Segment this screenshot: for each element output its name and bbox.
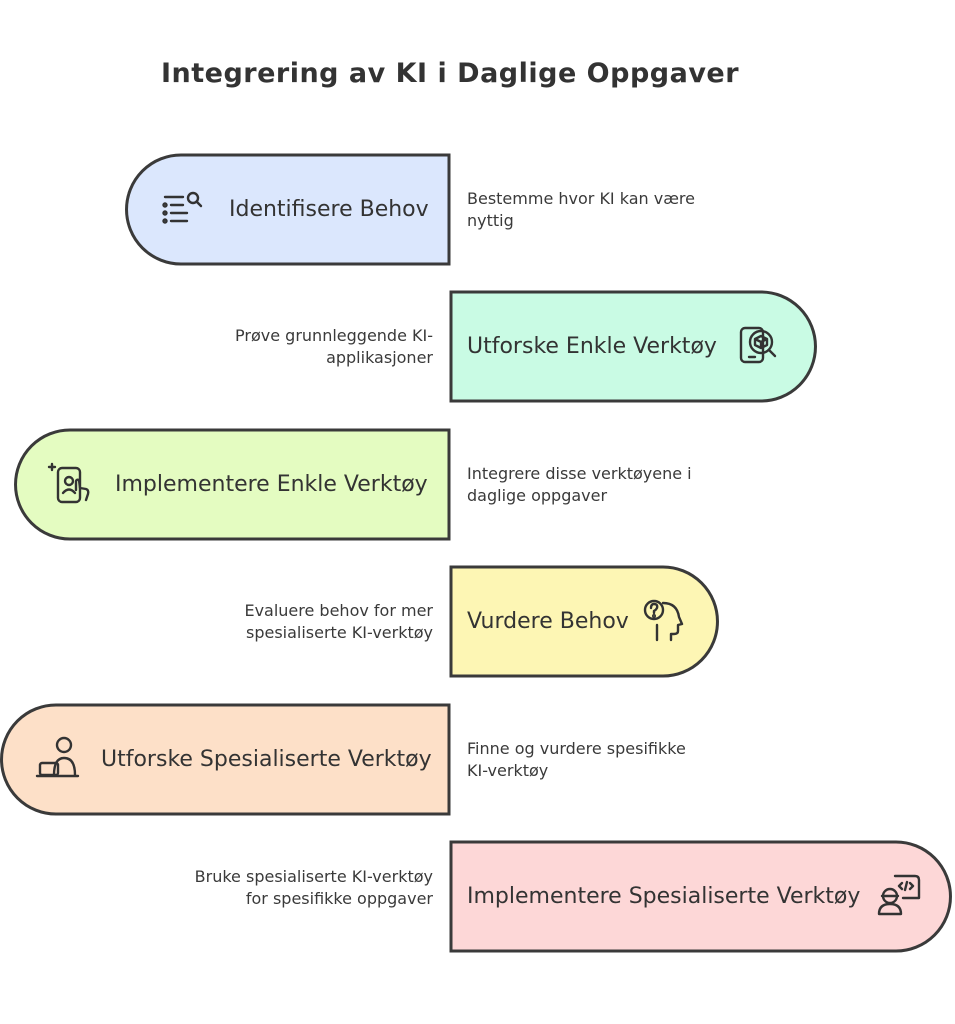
step-description: Finne og vurdere spesifikke KI-verktøy bbox=[467, 739, 686, 780]
diagram-title: Integrering av KI i Daglige Oppgaver bbox=[160, 58, 740, 89]
step-fill bbox=[449, 290, 817, 403]
step-fill bbox=[449, 565, 719, 678]
step-utforske-spesialiserte-verktoy: Utforske Spesialiserte Verktøy bbox=[0, 703, 451, 816]
step-description: Bruke spesialiserte KI-verktøy for spesi… bbox=[194, 867, 433, 908]
step-identifisere-behov: Identifisere Behov bbox=[125, 153, 451, 266]
step-utforske-enkle-verktoy: Utforske Enkle Verktøy bbox=[449, 290, 817, 403]
step-description: Bestemme hvor KI kan være nyttig bbox=[467, 189, 695, 230]
step-shape bbox=[449, 565, 719, 678]
developer-code-icon bbox=[877, 874, 921, 916]
head-question-icon bbox=[643, 599, 684, 642]
step-shape bbox=[449, 290, 817, 403]
step-label: Identifisere Behov bbox=[229, 197, 429, 222]
step-label: Implementere Enkle Verktøy bbox=[115, 472, 428, 497]
step-description: Integrere disse verktøyene i daglige opp… bbox=[467, 464, 692, 505]
phone-cube-search-icon bbox=[739, 326, 777, 364]
step-fill bbox=[0, 703, 451, 816]
step-fill bbox=[14, 428, 451, 541]
step-label: Vurdere Behov bbox=[467, 609, 629, 634]
step-shape bbox=[0, 703, 451, 816]
step-description: Prøve grunnleggende KI-applikasjoner bbox=[235, 326, 433, 367]
step-fill bbox=[449, 840, 952, 953]
search-list-icon bbox=[162, 191, 203, 224]
phone-touch-icon bbox=[47, 462, 90, 504]
step-label: Utforske Enkle Verktøy bbox=[467, 334, 717, 359]
step-description: Evaluere behov for mer spesialiserte KI-… bbox=[244, 601, 433, 642]
step-shape bbox=[449, 840, 952, 953]
step-implementere-enkle-verktoy: Implementere Enkle Verktøy bbox=[14, 428, 451, 541]
step-label: Implementere Spesialiserte Verktøy bbox=[467, 884, 861, 909]
step-label: Utforske Spesialiserte Verktøy bbox=[101, 747, 432, 772]
step-shape bbox=[14, 428, 451, 541]
step-implementere-spesialiserte-verktoy: Implementere Spesialiserte Verktøy bbox=[449, 840, 955, 953]
step-vurdere-behov: Vurdere Behov bbox=[449, 565, 721, 678]
person-laptop-icon bbox=[35, 736, 80, 778]
step-shape bbox=[125, 153, 451, 266]
step-fill bbox=[125, 153, 451, 266]
